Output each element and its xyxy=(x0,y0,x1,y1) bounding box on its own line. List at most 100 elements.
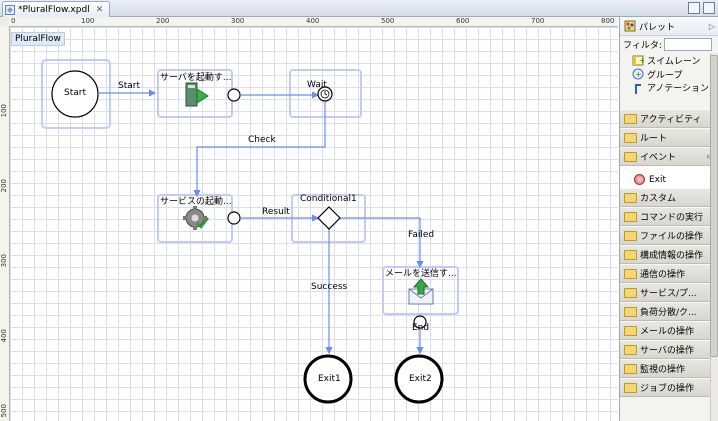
drawer-activity[interactable]: アクティビティ xyxy=(620,109,718,128)
edge-check[interactable] xyxy=(193,102,326,198)
palette-tool-group[interactable]: + グループ xyxy=(620,67,718,81)
editor-tab-title: *PluralFlow.xpdl xyxy=(18,4,90,15)
drawer-label: 構成情報の操作 xyxy=(640,251,704,261)
start-service-node-label: サービスの起動... xyxy=(160,197,232,207)
exit-event-icon xyxy=(634,174,645,185)
exit2-node-label: Exit2 xyxy=(409,374,432,384)
drawer-label: ファイルの操作 xyxy=(640,232,704,242)
edge-check-label[interactable]: Check xyxy=(248,135,276,145)
svg-text:+: + xyxy=(639,56,644,65)
folder-icon xyxy=(624,363,637,374)
minimize-button[interactable] xyxy=(688,2,700,14)
filter-input[interactable] xyxy=(663,38,712,51)
annotation-label: アノテーション xyxy=(647,84,710,94)
start-server-node-label: サーバを起動す... xyxy=(160,73,232,83)
folder-icon xyxy=(624,306,637,317)
drawer-command[interactable]: コマンドの実行 xyxy=(620,207,718,226)
ruler-left: 100 200 300 400 500 xyxy=(0,26,10,421)
server-exit-port[interactable] xyxy=(227,88,241,102)
svg-text:+: + xyxy=(635,70,642,79)
folder-icon xyxy=(624,113,637,124)
folder-icon xyxy=(624,287,637,298)
drawer-config[interactable]: 構成情報の操作 xyxy=(620,245,718,264)
folder-icon xyxy=(624,382,637,393)
palette-panel: パレット ▷ フィルタ: + スイムレーン + グループ アノテーション アクテ… xyxy=(619,17,718,421)
annotation-icon xyxy=(632,83,644,95)
conditional-diamond[interactable] xyxy=(317,206,341,230)
folder-icon xyxy=(624,192,637,203)
folder-icon xyxy=(624,230,637,241)
palette-header[interactable]: パレット ▷ xyxy=(620,17,718,36)
drawer-label: サービス/プ... xyxy=(640,289,697,299)
service-gear-icon xyxy=(183,206,209,230)
ruler-top-label: 200 xyxy=(156,17,170,25)
drawer-label: 監視の操作 xyxy=(640,365,686,375)
flow-name-label[interactable]: PluralFlow xyxy=(11,32,65,46)
exit2-event-circle[interactable] xyxy=(394,354,444,404)
edge-end-label[interactable]: End xyxy=(412,323,430,333)
exit-item-label: Exit xyxy=(649,174,667,185)
pin-icon[interactable]: ⇔ xyxy=(706,152,713,161)
palette-tool-swimlane[interactable]: + スイムレーン xyxy=(620,53,718,67)
flow-diagram xyxy=(41,59,459,404)
ruler-top-label: 0 xyxy=(11,17,16,25)
group-icon: + xyxy=(632,68,644,80)
drawer-service[interactable]: サービス/プ... xyxy=(620,283,718,302)
ruler-top-label: 300 xyxy=(231,17,245,25)
flow-file-icon xyxy=(5,4,15,15)
ruler-top-label: 600 xyxy=(456,17,470,25)
drawer-file[interactable]: ファイルの操作 xyxy=(620,226,718,245)
palette-icon xyxy=(624,20,636,32)
conditional-node-label: Conditional1 xyxy=(300,194,357,204)
send-mail-node-label: メールを送信す... xyxy=(385,269,457,279)
start-node-label: Start xyxy=(64,88,86,98)
swimlane-icon: + xyxy=(632,54,644,66)
edge-failed[interactable] xyxy=(340,217,424,269)
drawer-label: 負荷分散/ク... xyxy=(640,308,697,318)
drawer-route[interactable]: ルート xyxy=(620,128,718,147)
edge-success-label[interactable]: Success xyxy=(311,282,348,292)
service-exit-port[interactable] xyxy=(227,211,241,225)
drawer-custom[interactable]: カスタム xyxy=(620,188,718,207)
drawer-label: サーバの操作 xyxy=(640,346,694,356)
send-mail-icon xyxy=(408,278,434,305)
exit1-event-circle[interactable] xyxy=(303,354,353,404)
drawer-event[interactable]: イベント ⇔ xyxy=(620,147,718,166)
filter-label: フィルタ: xyxy=(623,41,662,51)
drawer-monitor[interactable]: 監視の操作 xyxy=(620,359,718,378)
drawer-server[interactable]: サーバの操作 xyxy=(620,340,718,359)
start-event-circle[interactable] xyxy=(51,70,99,118)
drawer-label: 通信の操作 xyxy=(640,270,686,280)
drawer-job[interactable]: ジョブの操作 xyxy=(620,378,718,397)
maximize-button[interactable] xyxy=(703,2,715,14)
ruler-top-label: 100 xyxy=(81,17,95,25)
mail-exit-port[interactable] xyxy=(413,315,427,329)
start-node-frame[interactable] xyxy=(41,59,111,129)
ruler-top: 0 100 200 300 400 500 600 700 800 xyxy=(9,17,618,27)
event-item-exit[interactable]: Exit xyxy=(620,166,718,188)
edge-start-label[interactable]: Start xyxy=(118,81,140,91)
edge-failed-label[interactable]: Failed xyxy=(408,230,435,240)
ruler-top-label: 700 xyxy=(531,17,545,25)
editor-tab[interactable]: *PluralFlow.xpdl ✕ xyxy=(2,1,111,17)
palette-scroll-thumb[interactable] xyxy=(710,55,718,357)
folder-icon xyxy=(624,268,637,279)
wait-node-label: Wait xyxy=(307,80,327,90)
palette-filter: フィルタ: xyxy=(620,36,718,53)
folder-icon xyxy=(624,132,637,143)
close-tab-icon[interactable]: ✕ xyxy=(95,4,104,15)
drawer-label: イベント xyxy=(640,153,677,163)
drawer-label: ジョブの操作 xyxy=(640,384,695,394)
drawer-load-balance[interactable]: 負荷分散/ク... xyxy=(620,302,718,321)
swimlane-label: スイムレーン xyxy=(647,56,701,67)
drawer-label: カスタム xyxy=(640,194,677,204)
ruler-top-label: 800 xyxy=(601,17,615,25)
palette-tool-annotation[interactable]: アノテーション xyxy=(620,81,718,109)
folder-open-icon xyxy=(624,151,637,162)
drawer-mail[interactable]: メールの操作 xyxy=(620,321,718,340)
edge-result-label[interactable]: Result xyxy=(262,207,290,217)
collapse-palette-icon[interactable]: ▷ xyxy=(708,21,715,31)
drawer-communication[interactable]: 通信の操作 xyxy=(620,264,718,283)
folder-icon xyxy=(624,325,637,336)
folder-icon xyxy=(624,211,637,222)
